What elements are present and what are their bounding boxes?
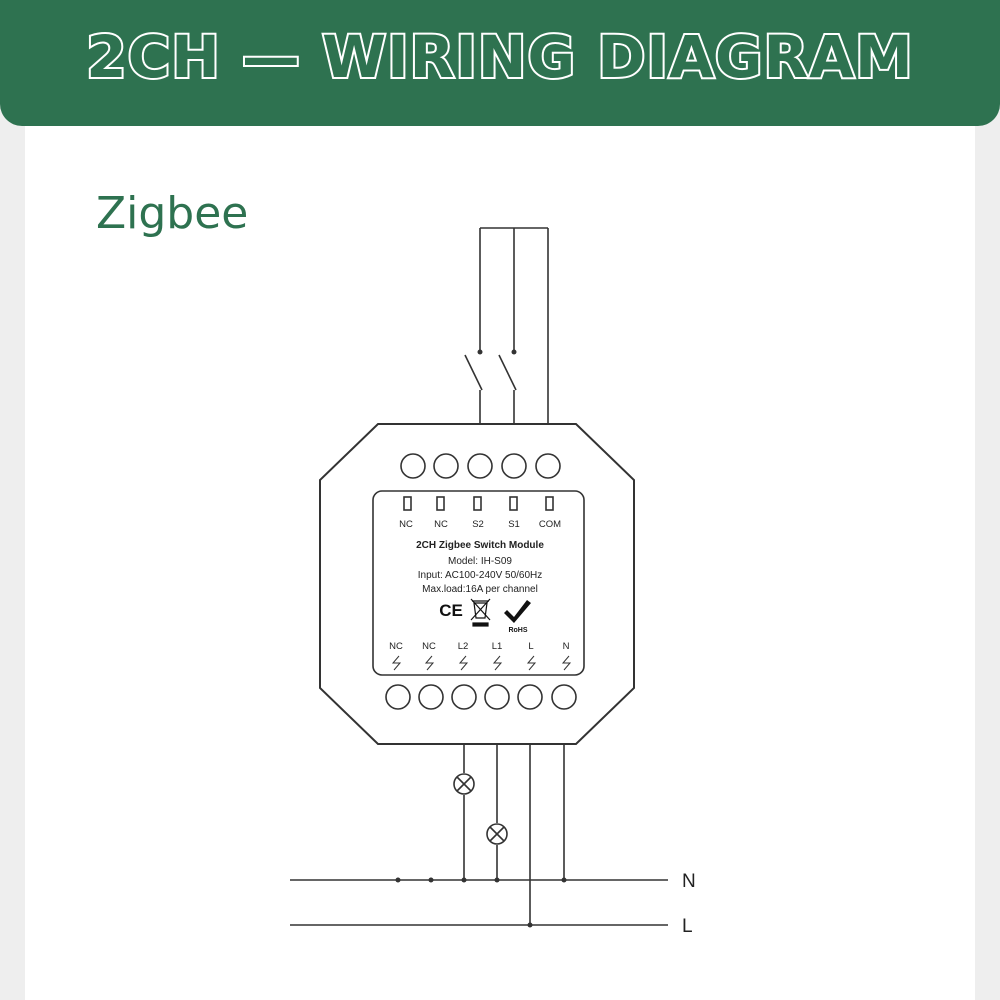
header-banner: 2CH — WIRING DIAGRAM — [0, 0, 1000, 126]
switch-lever-2 — [498, 354, 517, 391]
left-margin-bar — [0, 0, 25, 1000]
terminal-slot-icon — [545, 496, 554, 511]
top-terminal-screw — [433, 453, 459, 479]
junction-dot — [511, 349, 517, 355]
terminal-slot-icon — [403, 496, 412, 511]
top-terminal-label: S2 — [472, 519, 484, 530]
terminal-slot-icon — [436, 496, 445, 511]
rohs-mark: RoHS — [508, 627, 527, 634]
bottom-terminal-label: N — [563, 641, 570, 652]
bottom-terminal-label: L2 — [458, 641, 469, 652]
ce-mark: CE — [439, 601, 463, 620]
module-max-load: Max.load:16A per channel — [422, 584, 538, 595]
top-terminal-screw — [400, 453, 426, 479]
neutral-bus-label: N — [682, 871, 696, 892]
junction-dot — [561, 877, 567, 883]
top-terminal-screw — [467, 453, 493, 479]
junction-dot — [494, 877, 500, 883]
terminal-slot-icon — [509, 496, 518, 511]
bottom-terminal-screw — [517, 684, 543, 710]
bottom-terminal-screw — [484, 684, 510, 710]
top-terminal-label: NC — [399, 519, 413, 530]
bottom-terminal-screw — [451, 684, 477, 710]
page-title: 2CH — WIRING DIAGRAM — [84, 21, 914, 93]
junction-dot — [395, 877, 401, 883]
junction-dot — [477, 349, 483, 355]
bottom-terminal-label: L — [528, 641, 533, 652]
module-label-plate — [372, 490, 585, 676]
top-terminal-screw — [535, 453, 561, 479]
bottom-terminal-screw — [418, 684, 444, 710]
switch-lever-1 — [464, 354, 483, 391]
lamp-1-icon — [453, 773, 475, 795]
screw-terminal-glyph — [492, 655, 503, 671]
screw-terminal-glyph — [526, 655, 537, 671]
junction-dot — [527, 922, 533, 928]
top-terminal-label: NC — [434, 519, 448, 530]
screw-terminal-glyph — [561, 655, 572, 671]
bottom-terminal-label: NC — [389, 641, 403, 652]
diagram-subtitle: Zigbee — [96, 188, 249, 239]
terminal-slot-icon — [473, 496, 482, 511]
lamp-2-icon — [486, 823, 508, 845]
module-model: Model: IH-S09 — [448, 556, 512, 567]
top-terminal-screw — [501, 453, 527, 479]
screw-terminal-glyph — [458, 655, 469, 671]
live-bus-label: L — [682, 916, 693, 937]
bottom-terminal-label: L1 — [492, 641, 503, 652]
screw-terminal-glyph — [391, 655, 402, 671]
junction-dot — [428, 877, 434, 883]
module-title: 2CH Zigbee Switch Module — [416, 540, 544, 551]
rohs-check-icon — [504, 600, 531, 623]
bottom-terminal-screw — [551, 684, 577, 710]
junction-dot — [461, 877, 467, 883]
module-input-rating: Input: AC100-240V 50/60Hz — [418, 570, 543, 581]
bottom-terminal-label: NC — [422, 641, 436, 652]
top-terminal-label: COM — [539, 519, 561, 530]
screw-terminal-glyph — [424, 655, 435, 671]
bottom-terminal-screw — [385, 684, 411, 710]
weee-bin-icon — [470, 598, 491, 627]
module-housing — [319, 423, 635, 745]
right-margin-bar — [975, 0, 1000, 1000]
top-terminal-label: S1 — [508, 519, 520, 530]
